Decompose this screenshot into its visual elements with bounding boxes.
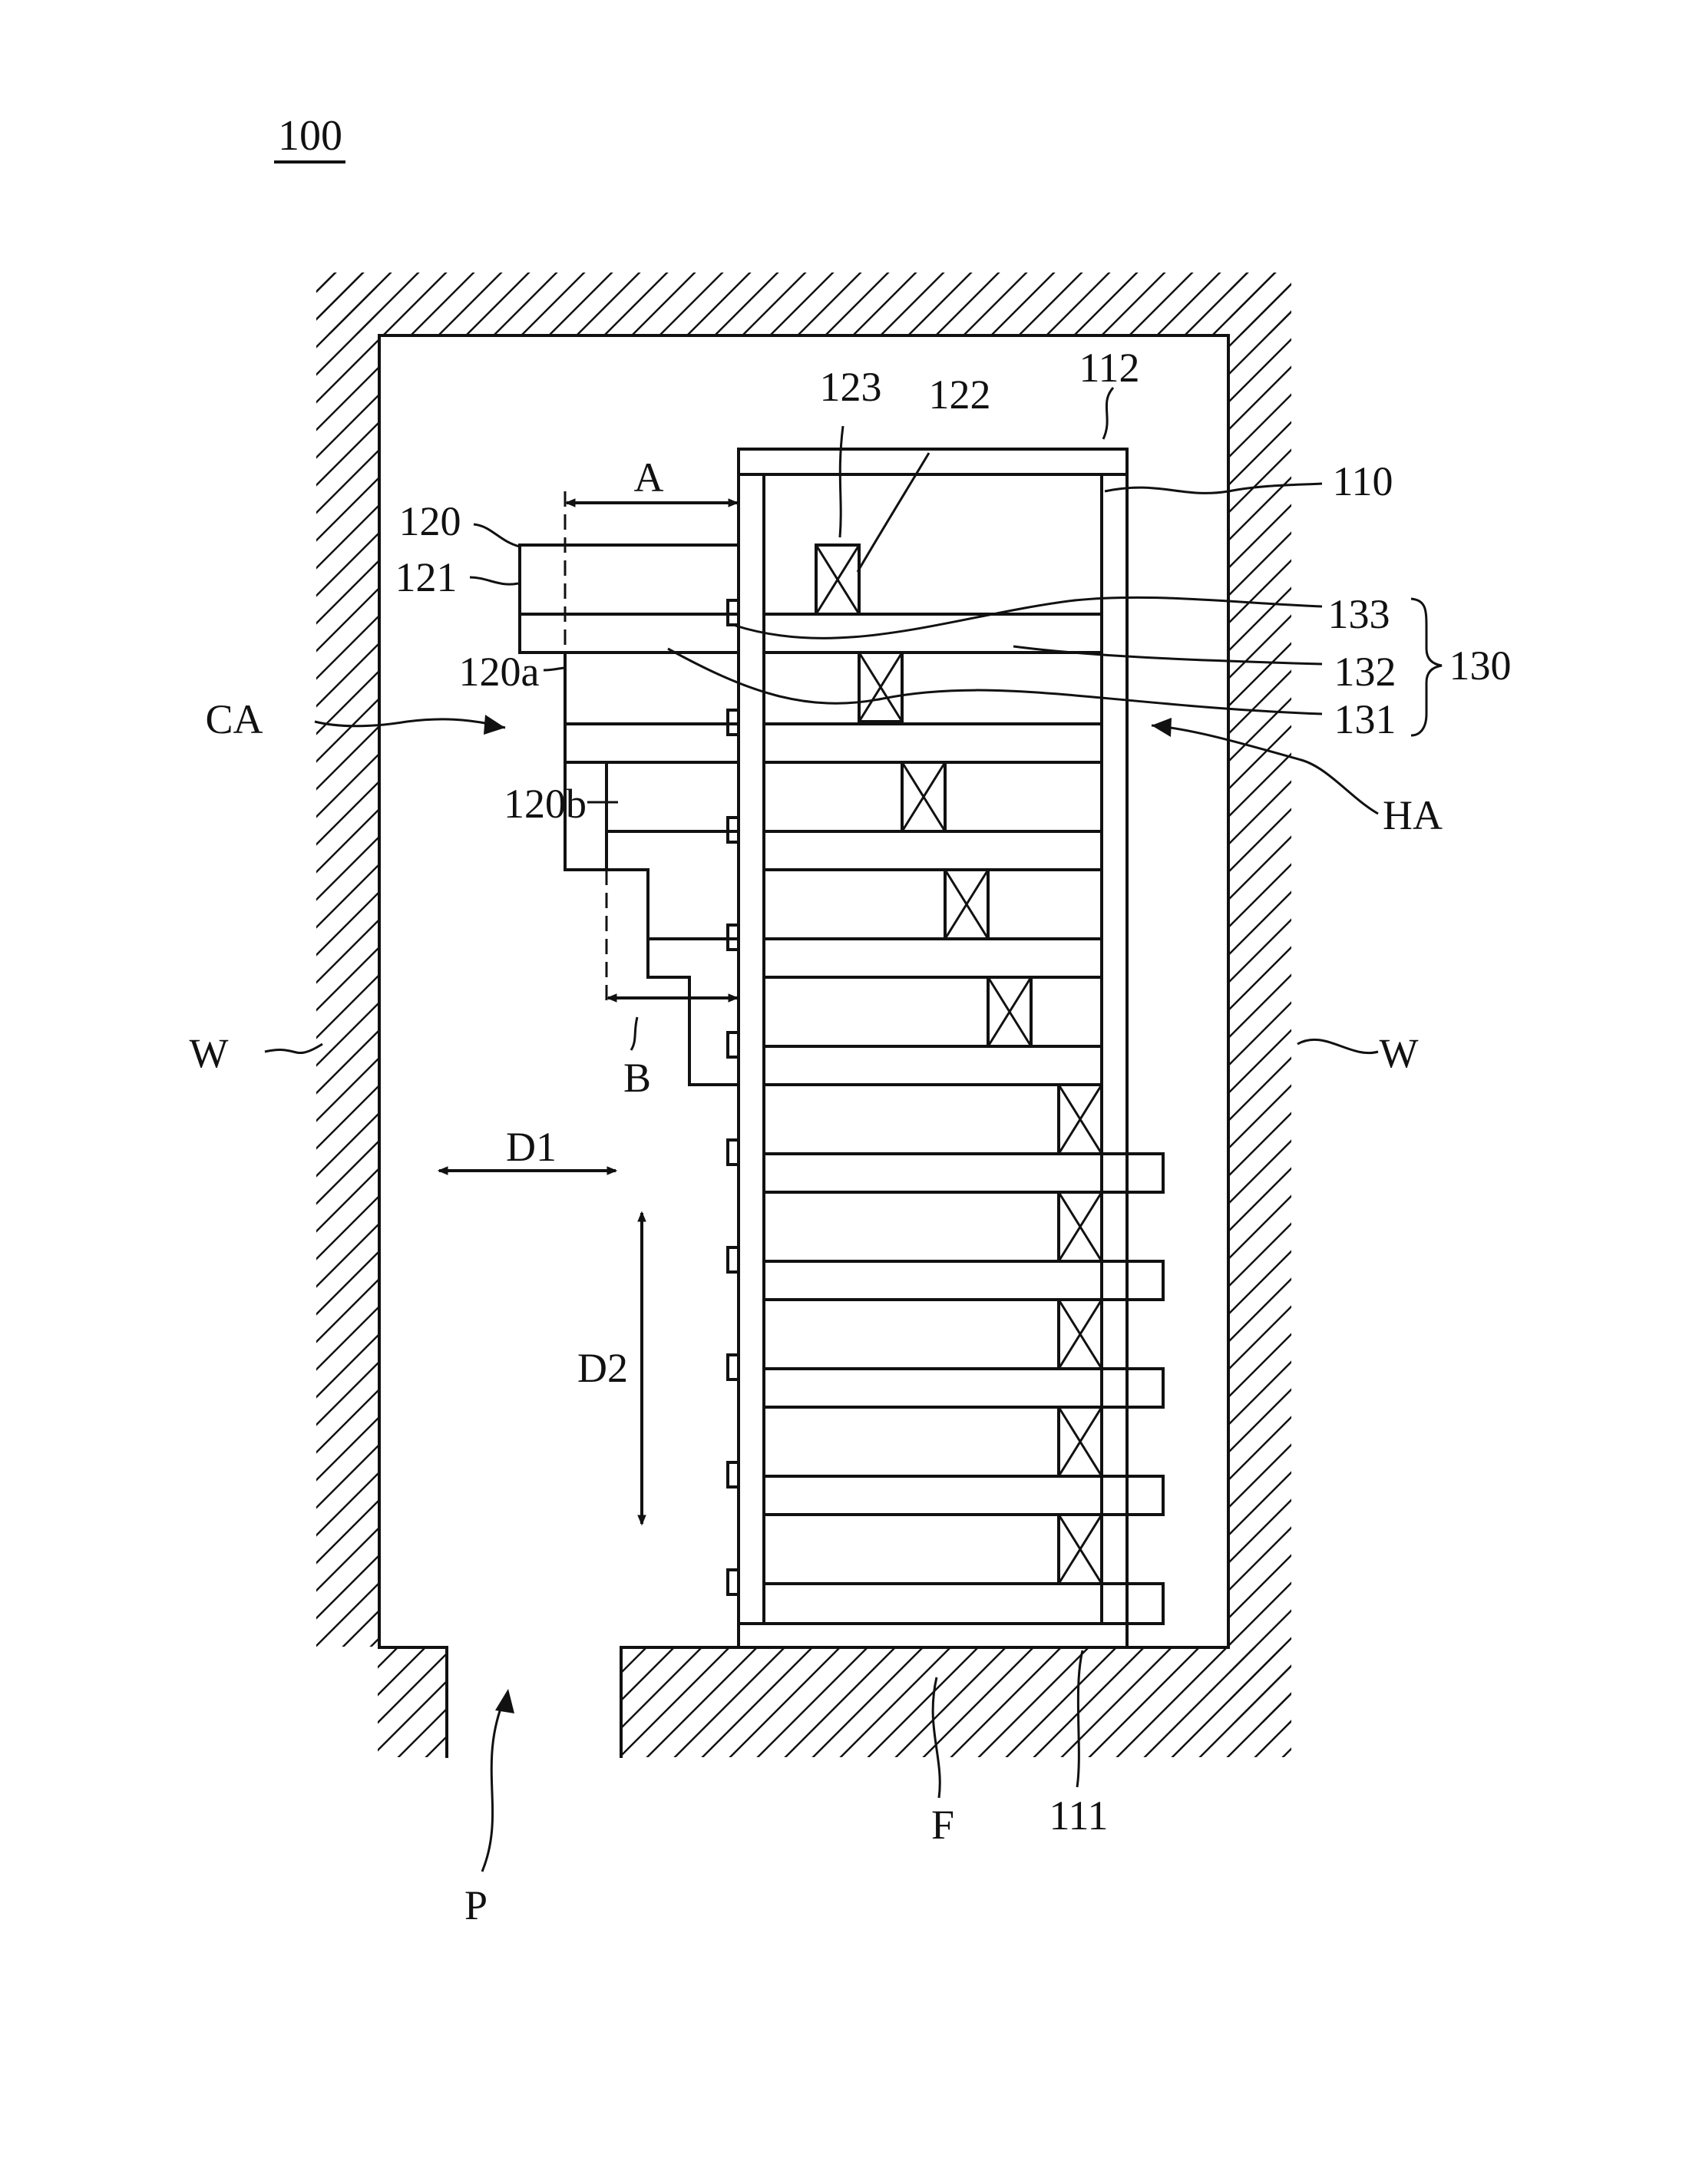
label-f: F: [931, 1802, 954, 1848]
label-d2: D2: [577, 1345, 628, 1391]
label-132: 132: [1334, 649, 1396, 695]
label-d1: D1: [506, 1124, 557, 1170]
label-120b: 120b: [504, 781, 587, 827]
label-122: 122: [929, 372, 991, 418]
arrowhead-p: [495, 1689, 514, 1713]
label-ha: HA: [1383, 792, 1443, 838]
label-130: 130: [1449, 643, 1512, 689]
label-p: P: [464, 1882, 488, 1928]
label-110: 110: [1333, 458, 1393, 504]
brace-130: [1411, 599, 1442, 735]
label-120a: 120a: [459, 649, 540, 695]
figure-number: 100: [278, 112, 342, 160]
label-a: A: [634, 454, 664, 501]
label-w-left: W: [190, 1030, 229, 1076]
label-112: 112: [1079, 345, 1140, 391]
label-133: 133: [1328, 591, 1390, 637]
label-b: B: [623, 1055, 651, 1101]
label-123: 123: [820, 364, 882, 410]
label-w-right: W: [1380, 1030, 1419, 1076]
label-131: 131: [1334, 696, 1396, 742]
label-120: 120: [399, 498, 461, 544]
label-111: 111: [1049, 1792, 1109, 1839]
label-121: 121: [395, 554, 458, 600]
label-ca: CA: [205, 696, 263, 742]
